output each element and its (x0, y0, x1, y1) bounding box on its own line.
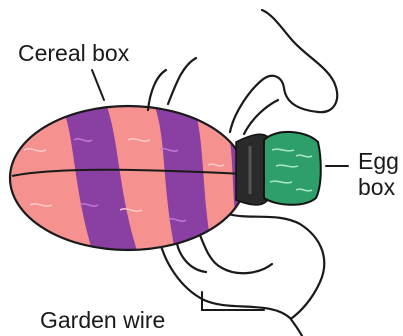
garden-wire-label: Garden wire (40, 307, 165, 333)
cereal-box-pointer (92, 70, 104, 100)
egg-box-label-line1: Egg (358, 148, 399, 174)
cereal-box-body (10, 95, 262, 260)
egg-box-head (264, 132, 321, 205)
cereal-box-label: Cereal box (18, 40, 129, 66)
egg-box-label-line2: box (358, 174, 395, 200)
